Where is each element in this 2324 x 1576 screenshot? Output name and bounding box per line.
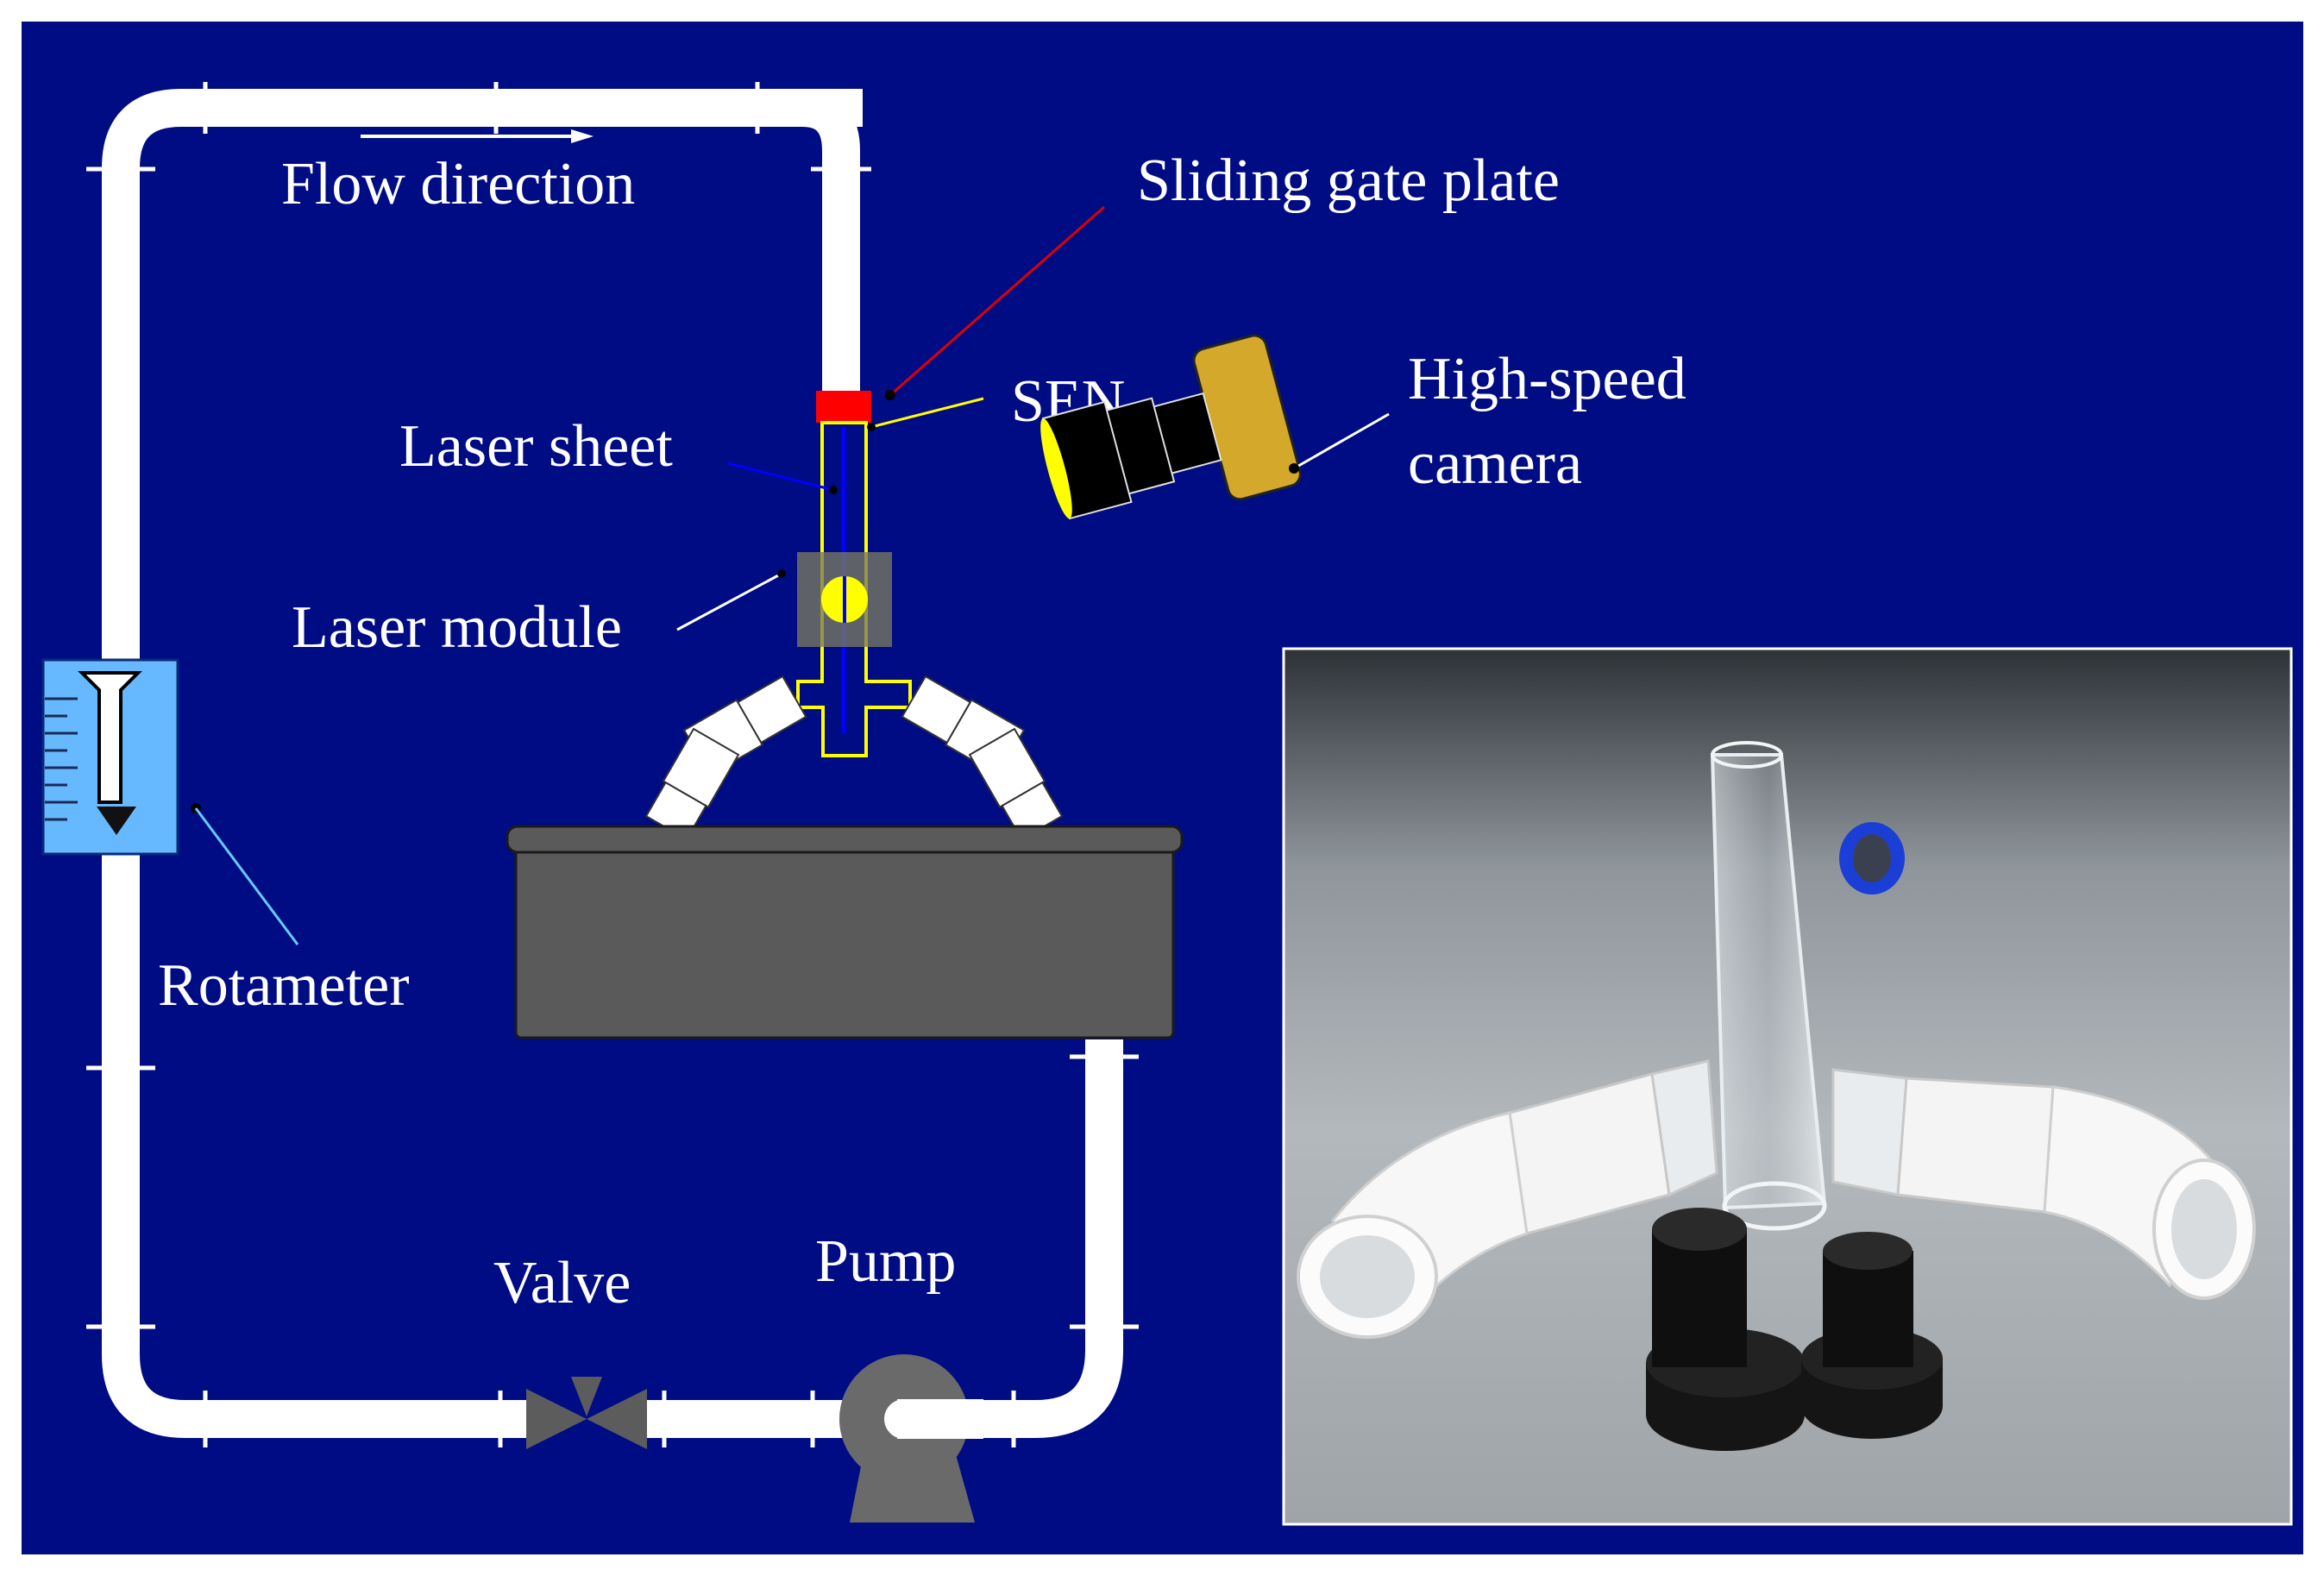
rotameter bbox=[41, 658, 299, 945]
pump bbox=[839, 1354, 983, 1523]
laser-module-label: Laser module bbox=[292, 594, 622, 661]
pipe-joints bbox=[86, 82, 1139, 1447]
blue-ring bbox=[1839, 822, 1905, 895]
high-speed-camera-label-line1: High-speed bbox=[1408, 346, 1686, 412]
high-speed-camera bbox=[1040, 334, 1302, 520]
high-speed-camera-label-line2: camera bbox=[1408, 430, 1582, 497]
laser-sheet-label: Laser sheet bbox=[399, 413, 673, 480]
valve-label: Valve bbox=[493, 1250, 631, 1316]
right-white-elbow bbox=[1831, 1068, 2256, 1300]
rotameter-label: Rotameter bbox=[158, 952, 410, 1019]
sliding-gate-plate bbox=[816, 391, 871, 423]
valve bbox=[526, 1377, 647, 1449]
tank bbox=[506, 825, 1184, 1039]
sliding-gate-plate-label: Sliding gate plate bbox=[1137, 148, 1560, 214]
flow-direction-label: Flow direction bbox=[281, 151, 635, 217]
black-stoppers bbox=[1646, 1208, 1943, 1451]
left-white-elbow bbox=[1297, 1059, 1718, 1339]
laser-module bbox=[797, 552, 892, 647]
pump-label: Pump bbox=[815, 1228, 956, 1295]
inset-photo bbox=[1282, 647, 2293, 1526]
flow-direction-arrow bbox=[361, 129, 594, 143]
